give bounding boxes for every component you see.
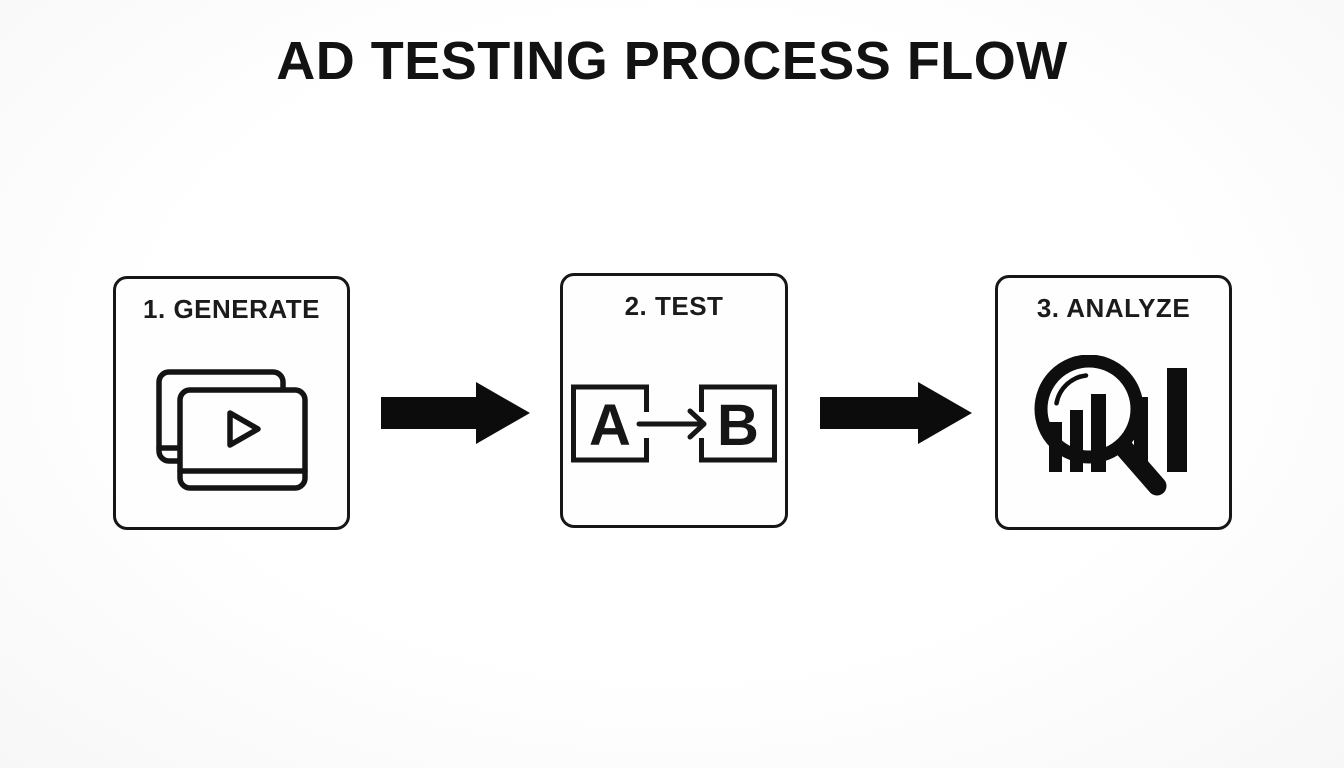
step-card-generate: 1. GENERATE bbox=[113, 276, 350, 530]
flow-arrow-right-icon bbox=[820, 381, 973, 450]
diagram-title: AD TESTING PROCESS FLOW bbox=[276, 31, 1068, 91]
magnifier-bar-chart-icon bbox=[998, 324, 1229, 527]
step-label-generate: 1. GENERATE bbox=[143, 294, 320, 324]
variant-a-letter: A bbox=[589, 393, 631, 458]
variant-b-letter: B bbox=[717, 393, 759, 458]
video-cards-icon bbox=[116, 325, 347, 527]
step-label-analyze: 3. ANALYZE bbox=[1036, 293, 1191, 323]
ab-test-icon: A B bbox=[563, 322, 785, 525]
flow-arrow-right-icon bbox=[381, 381, 531, 450]
step-card-analyze: 3. ANALYZE bbox=[995, 275, 1232, 530]
step-label-test: 2. TEST bbox=[624, 291, 724, 321]
step-card-test: 2. TEST A B bbox=[560, 273, 788, 528]
